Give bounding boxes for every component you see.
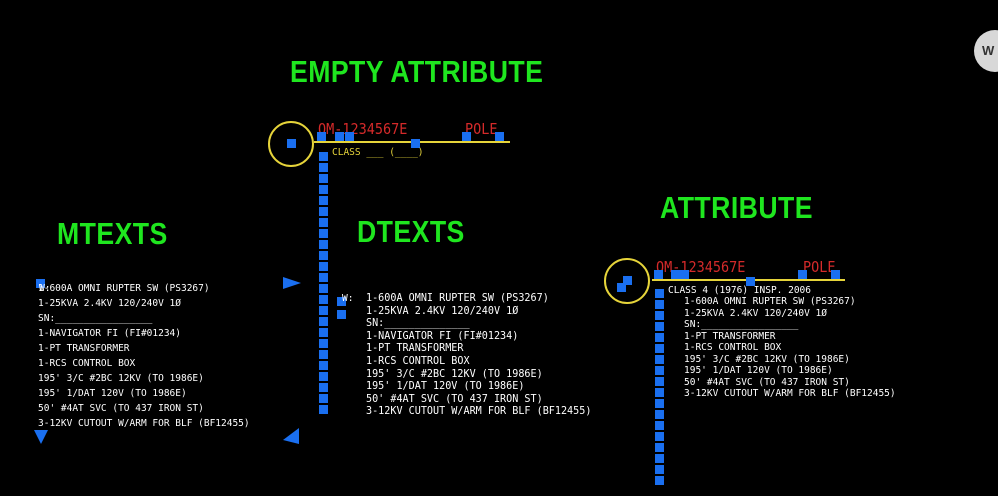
heading-dtexts: DTEXTS	[357, 214, 465, 249]
grip[interactable]	[495, 132, 504, 141]
text-line: 3-12KV CUTOUT W/ARM FOR BLF (BF12455)	[684, 388, 896, 399]
text-line: 3-12KV CUTOUT W/ARM FOR BLF (BF12455)	[366, 404, 592, 418]
mtext-prefix: W:	[39, 283, 51, 294]
grip[interactable]	[671, 270, 680, 279]
text-line: 1-PT TRANSFORMER	[366, 341, 464, 355]
text-line: SN:_________________	[684, 319, 799, 330]
grip[interactable]	[317, 132, 326, 141]
grip[interactable]	[746, 277, 755, 286]
attribute-tag: OM-1234567E	[656, 258, 746, 276]
text-line: SN:______________	[366, 316, 470, 330]
text-line: 1-NAVIGATOR FI (FI#01234)	[38, 328, 181, 339]
text-line: 3-12KV CUTOUT W/ARM FOR BLF (BF12455)	[38, 418, 250, 429]
attribute-grip-column	[655, 289, 664, 487]
dtext-prefix: W:	[342, 293, 354, 304]
insertion-grip[interactable]	[623, 276, 632, 285]
text-line: 1-PT TRANSFORMER	[38, 343, 130, 354]
text-line: 195' 3/C #2BC 12KV (TO 1986E)	[684, 353, 850, 365]
text-line: 50' #4AT SVC (TO 437 IRON ST)	[366, 391, 543, 405]
text-line: 1-RCS CONTROL BOX	[366, 354, 470, 367]
text-line: 1-PT TRANSFORMER	[684, 330, 776, 342]
mtext-corner-arrow-icon[interactable]	[283, 428, 299, 444]
mtext-grip[interactable]	[36, 279, 45, 288]
grip[interactable]	[345, 132, 354, 141]
grip[interactable]	[654, 270, 663, 279]
grip[interactable]	[680, 270, 689, 279]
highlight-circle	[604, 258, 650, 304]
empty-attribute-tag: OM-1234567E	[318, 120, 408, 138]
text-line: 1-25KVA 2.4KV 120/240V 1Ø	[684, 307, 827, 319]
text-line: 195' 1/DAT 120V (TO 1986E)	[684, 365, 833, 376]
grip[interactable]	[831, 270, 840, 279]
text-line: 1-25KVA 2.4KV 120/240V 1Ø	[38, 298, 181, 309]
attribute-class-line: CLASS 4 (1976) INSP. 2006	[668, 285, 811, 296]
grip[interactable]	[462, 132, 471, 141]
mtext-width-arrow-icon[interactable]	[283, 277, 301, 289]
heading-attribute: ATTRIBUTE	[660, 190, 813, 225]
text-line: 50' #4AT SVC (TO 437 IRON ST)	[684, 376, 850, 388]
grip[interactable]	[335, 132, 344, 141]
dtext-grip[interactable]	[337, 297, 346, 306]
text-line: 1-600A OMNI RUPTER SW (PS3267)	[366, 291, 549, 304]
text-line: 1-NAVIGATOR FI (FI#01234)	[366, 328, 519, 342]
text-line: 1-RCS CONTROL BOX	[38, 358, 136, 369]
grip[interactable]	[411, 139, 420, 148]
attribute-grip-column	[319, 152, 328, 416]
heading-mtexts: MTEXTS	[57, 216, 168, 251]
text-line: 195' 3/C #2BC 12KV (TO 1986E)	[38, 373, 204, 384]
text-line: 1-25KVA 2.4KV 120/240V 1Ø	[366, 303, 519, 317]
text-line: SN:_________________	[38, 313, 153, 324]
grip[interactable]	[798, 270, 807, 279]
dtext-grip[interactable]	[337, 310, 346, 319]
text-line: 1-RCS CONTROL BOX	[684, 342, 782, 353]
text-line: 195' 3/C #2BC 12KV (TO 1986E)	[366, 366, 543, 380]
heading-empty-attribute: EMPTY ATTRIBUTE	[290, 54, 544, 89]
empty-attribute-class-line: CLASS ___ (____)	[332, 147, 424, 158]
insertion-grip[interactable]	[287, 139, 296, 148]
attribute-tag-pole: POLE	[803, 258, 836, 276]
empty-attribute-tag-pole: POLE	[465, 120, 498, 138]
text-line: 1-600A OMNI RUPTER SW (PS3267)	[684, 296, 856, 307]
text-line: 195' 1/DAT 120V (TO 1986E)	[366, 379, 525, 393]
text-line: 195' 1/DAT 120V (TO 1986E)	[38, 388, 187, 399]
corner-logo-icon: W	[974, 30, 998, 72]
text-line: 50' #4AT SVC (TO 437 IRON ST)	[38, 403, 204, 414]
insertion-grip[interactable]	[617, 283, 626, 292]
highlight-circle	[268, 121, 314, 167]
text-line: 1-600A OMNI RUPTER SW (PS3267)	[38, 283, 210, 294]
mtext-height-arrow-icon[interactable]	[34, 430, 48, 444]
